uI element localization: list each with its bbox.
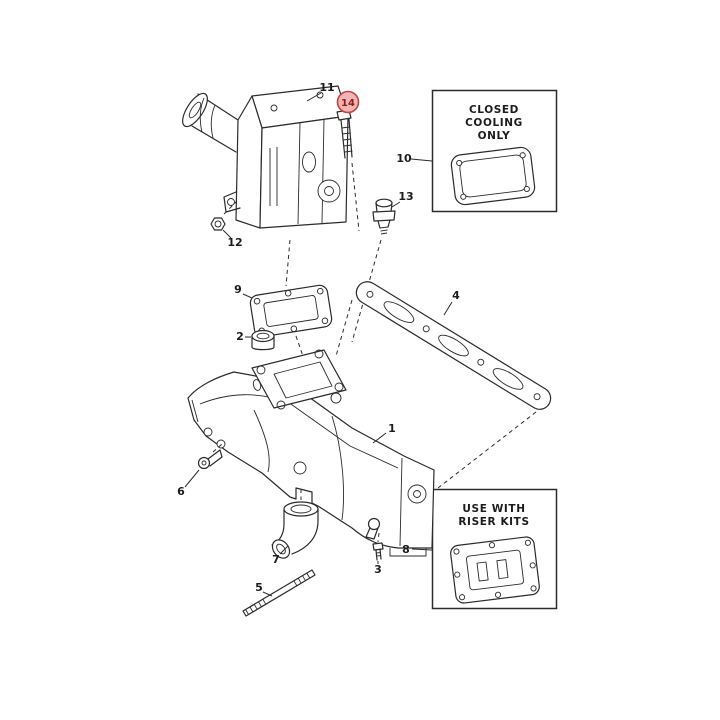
note-line: RISER KITS bbox=[458, 516, 529, 528]
callout-label[interactable]: 1 bbox=[388, 422, 396, 435]
callout-label[interactable]: 6 bbox=[177, 485, 185, 498]
callout-label[interactable]: 8 bbox=[402, 543, 410, 556]
dashed-line bbox=[212, 443, 223, 453]
note-line: COOLING bbox=[465, 117, 523, 129]
callout-label[interactable]: 5 bbox=[255, 581, 263, 594]
note-box-riser-kits: USE WITH RISER KITS bbox=[431, 488, 558, 610]
bolt-threads bbox=[341, 126, 353, 153]
part-manifold-gasket bbox=[355, 281, 552, 410]
callout-label[interactable]: 7 bbox=[272, 553, 280, 566]
riser-kit-gasket bbox=[450, 536, 540, 604]
part-drain-fitting bbox=[372, 198, 396, 235]
callout-6[interactable]: 6 bbox=[177, 469, 200, 498]
manifold-drain-boss bbox=[367, 517, 381, 531]
callout-label[interactable]: 14 bbox=[341, 98, 355, 109]
dashed-line bbox=[335, 299, 353, 357]
callout-1[interactable]: 1 bbox=[372, 422, 396, 444]
part-nut bbox=[210, 217, 226, 231]
part-screw bbox=[372, 532, 384, 561]
callout-4[interactable]: 4 bbox=[443, 289, 460, 316]
callout-label[interactable]: 2 bbox=[236, 330, 244, 343]
part-exhaust-manifold bbox=[187, 349, 435, 557]
dashed-line bbox=[285, 239, 291, 287]
callout-label[interactable]: 9 bbox=[234, 283, 242, 296]
manifold-body bbox=[187, 371, 435, 549]
highlighted-callout-14[interactable]: 14 bbox=[336, 90, 360, 114]
part-cap bbox=[251, 329, 275, 351]
note-line: CLOSED bbox=[469, 104, 519, 116]
callout-label[interactable]: 3 bbox=[374, 563, 382, 576]
housing-left-face bbox=[235, 95, 263, 229]
part-thermostat-housing bbox=[182, 85, 349, 229]
closed-cooling-gasket bbox=[450, 146, 536, 206]
callout-label[interactable]: 11 bbox=[319, 81, 334, 94]
callout-label[interactable]: 10 bbox=[396, 152, 412, 165]
callout-7[interactable]: 7 bbox=[272, 545, 289, 566]
manifold-mounting-pad bbox=[251, 349, 347, 410]
callout-label[interactable]: 12 bbox=[227, 236, 242, 249]
callout-3[interactable]: 3 bbox=[374, 561, 382, 576]
note-line: ONLY bbox=[478, 130, 511, 142]
callout-11[interactable]: 11 bbox=[306, 81, 335, 102]
highlight-circle[interactable] bbox=[336, 90, 360, 114]
callout-label[interactable]: 13 bbox=[398, 190, 413, 203]
callout-13[interactable]: 13 bbox=[391, 190, 414, 208]
callout-label[interactable]: 4 bbox=[452, 289, 460, 302]
dashed-line bbox=[437, 411, 537, 489]
part-small-fitting bbox=[197, 443, 223, 470]
part-elbow bbox=[271, 501, 319, 559]
part-stud bbox=[242, 569, 316, 617]
dashed-line bbox=[351, 162, 360, 232]
note-box-closed-cooling: CLOSED COOLING ONLY bbox=[431, 89, 558, 213]
callout-8[interactable]: 8 bbox=[402, 543, 433, 556]
callout-12[interactable]: 12 bbox=[222, 229, 243, 249]
housing-front-face bbox=[259, 115, 349, 229]
note-line: USE WITH bbox=[462, 503, 525, 515]
callout-2[interactable]: 2 bbox=[236, 330, 251, 343]
callout-9[interactable]: 9 bbox=[234, 283, 253, 299]
part-gasket-plate bbox=[249, 284, 333, 338]
callout-10[interactable]: 10 bbox=[396, 152, 433, 165]
dashed-line bbox=[377, 532, 380, 543]
callout-5[interactable]: 5 bbox=[255, 581, 273, 597]
